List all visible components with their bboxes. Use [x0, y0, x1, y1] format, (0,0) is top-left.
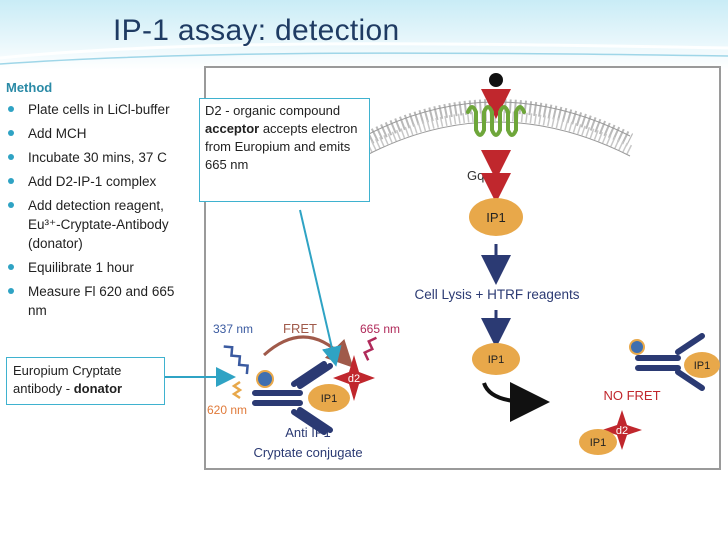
emission-665-wave-icon — [362, 336, 377, 361]
d2-callout-line1: D2 - organic compound — [205, 103, 341, 118]
bullet-icon — [8, 154, 14, 160]
d2-label: d2 — [616, 425, 628, 437]
europium-callout-bold: donator — [73, 381, 123, 396]
fret-complex: 337 nm 620 nm FRET 665 nm d2 IP1 Anti IP… — [207, 321, 400, 460]
bullet-icon — [8, 106, 14, 112]
bullet-icon — [8, 130, 14, 136]
ip1-oval — [469, 198, 523, 236]
d2-ip1-oval — [579, 429, 617, 455]
step-item: Equilibrate 1 hour — [6, 258, 196, 277]
antibody-icon — [635, 333, 705, 391]
step-item: Measure Fl 620 and 665 nm — [6, 282, 196, 320]
no-fret-complex: IP1 NO FRET d2 IP1 — [579, 333, 720, 455]
step-item: Plate cells in LiCl-buffer — [6, 100, 196, 119]
emission-620-wave-icon — [231, 380, 243, 400]
cryptate-icon — [629, 339, 645, 355]
bullet-icon — [8, 264, 14, 270]
no-fret-label: NO FRET — [603, 388, 660, 403]
ligand-icon — [489, 73, 503, 87]
cryptate-conjugate-label: Cryptate conjugate — [253, 445, 362, 460]
slide-title: IP-1 assay: detection — [113, 14, 400, 47]
bound-ip1-label: IP1 — [321, 393, 338, 405]
antibody-ip1-oval — [684, 352, 720, 378]
europium-callout: Europium Cryptate antibody - donator — [6, 357, 165, 405]
bullet-icon — [8, 202, 14, 208]
d2-callout-rest: accepts electron from Europium and emits… — [205, 121, 358, 172]
d2-ip1-label: IP1 — [590, 437, 607, 449]
step-item: Add detection reagent, Eu³⁺-Cryptate-Ant… — [6, 196, 196, 253]
d2-star-icon — [333, 355, 375, 401]
d2-callout-bold: acceptor — [205, 121, 260, 136]
step-item: Add MCH — [6, 124, 196, 143]
step-item: Add D2-IP-1 complex — [6, 172, 196, 191]
cell-membrane — [361, 99, 634, 157]
excitation-wave-icon — [223, 345, 249, 375]
displacement-arrow — [482, 381, 550, 422]
antibody-icon — [252, 361, 333, 435]
gq-label: Gq — [467, 168, 484, 183]
d2-label: d2 — [348, 373, 360, 385]
lysis-label: Cell Lysis + HTRF reagents — [415, 287, 580, 302]
header-swoosh — [0, 42, 728, 65]
step-item: Incubate 30 mins, 37 C — [6, 148, 196, 167]
cryptate-icon — [256, 370, 274, 388]
nm337-label: 337 nm — [213, 322, 253, 336]
d2-callout-arrow — [299, 209, 342, 367]
bound-ip1-oval — [308, 384, 350, 412]
nm620-label: 620 nm — [207, 403, 247, 417]
method-steps: Plate cells in LiCl-buffer Add MCH Incub… — [6, 100, 196, 325]
d2-star-icon — [602, 410, 642, 450]
method-label: Method — [6, 80, 53, 95]
anti-ip1-label: Anti IP1 — [285, 425, 331, 440]
europium-callout-text: Europium Cryptate antibody - — [13, 363, 122, 396]
fret-label: FRET — [283, 321, 317, 336]
nm665-label: 665 nm — [360, 322, 400, 336]
free-ip1-label: IP1 — [488, 354, 505, 366]
free-ip1-oval — [472, 343, 520, 375]
gpcr-receptor-icon — [466, 105, 526, 137]
antibody-ip1-label: IP1 — [694, 360, 711, 372]
ip1-label: IP1 — [486, 210, 506, 225]
d2-callout: D2 - organic compound acceptor accepts e… — [199, 98, 370, 202]
bullet-icon — [8, 288, 14, 294]
bullet-icon — [8, 178, 14, 184]
